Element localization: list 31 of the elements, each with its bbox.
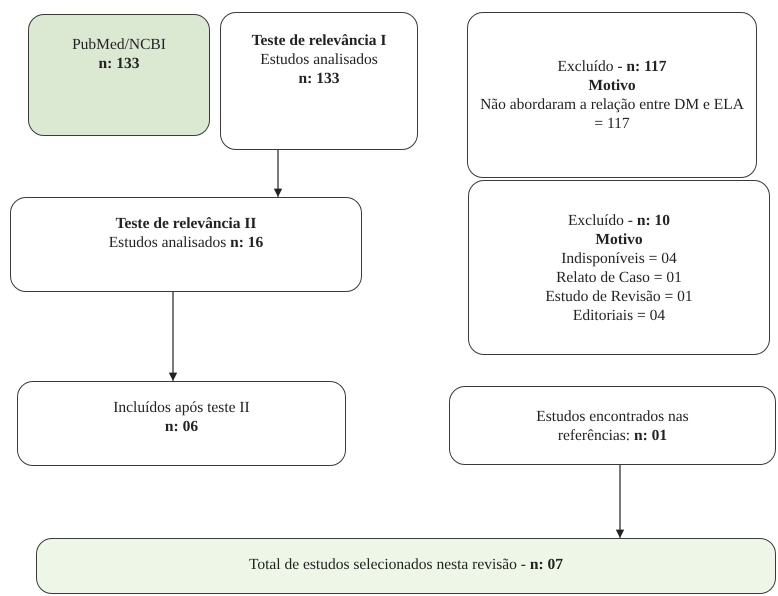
- bold-text: n: 06: [164, 417, 198, 436]
- bold-text: Teste de relevância I: [252, 31, 386, 50]
- process-box: [17, 381, 346, 466]
- bold-text: Teste de relevância II: [116, 214, 256, 233]
- process-box: [220, 12, 418, 150]
- node-text: Estudo de Revisão = 01: [545, 286, 693, 306]
- node-text: Relato de Caso = 01: [556, 268, 682, 286]
- node-text: Não abordaram a relação entre DM e ELA = 117: [479, 95, 745, 133]
- node-text: Editoriais = 04: [572, 306, 666, 324]
- arrow: [616, 465, 624, 538]
- bold-text: Motivo: [588, 76, 636, 95]
- process-box: [449, 386, 776, 465]
- arrow: [274, 150, 282, 197]
- node-text: Estudos encontrados nas referências: n: 01: [535, 406, 690, 444]
- bold-text: Motivo: [595, 230, 643, 248]
- node-text: Indisponíveis = 04: [561, 248, 677, 268]
- process-box: [10, 197, 362, 292]
- node-text: Incluídos após teste II: [113, 398, 250, 417]
- node-text: Estudos analisados n: 16: [108, 233, 264, 252]
- process-box: [36, 538, 776, 594]
- node-text: Total de estudos selecionados nesta revisão - n: 07: [248, 555, 564, 574]
- bold-text: n: 133: [298, 69, 340, 88]
- process-box: [28, 14, 210, 136]
- node-text: Estudos analisados: [260, 50, 378, 69]
- node-text: PubMed/NCBI: [72, 35, 166, 54]
- process-box: [468, 180, 770, 355]
- node-text: Excluído - n: 10: [568, 210, 670, 230]
- bold-text: n: 133: [98, 54, 140, 73]
- process-box: [467, 12, 757, 178]
- arrow: [168, 292, 178, 381]
- node-text: Excluído - n: 117: [558, 57, 666, 76]
